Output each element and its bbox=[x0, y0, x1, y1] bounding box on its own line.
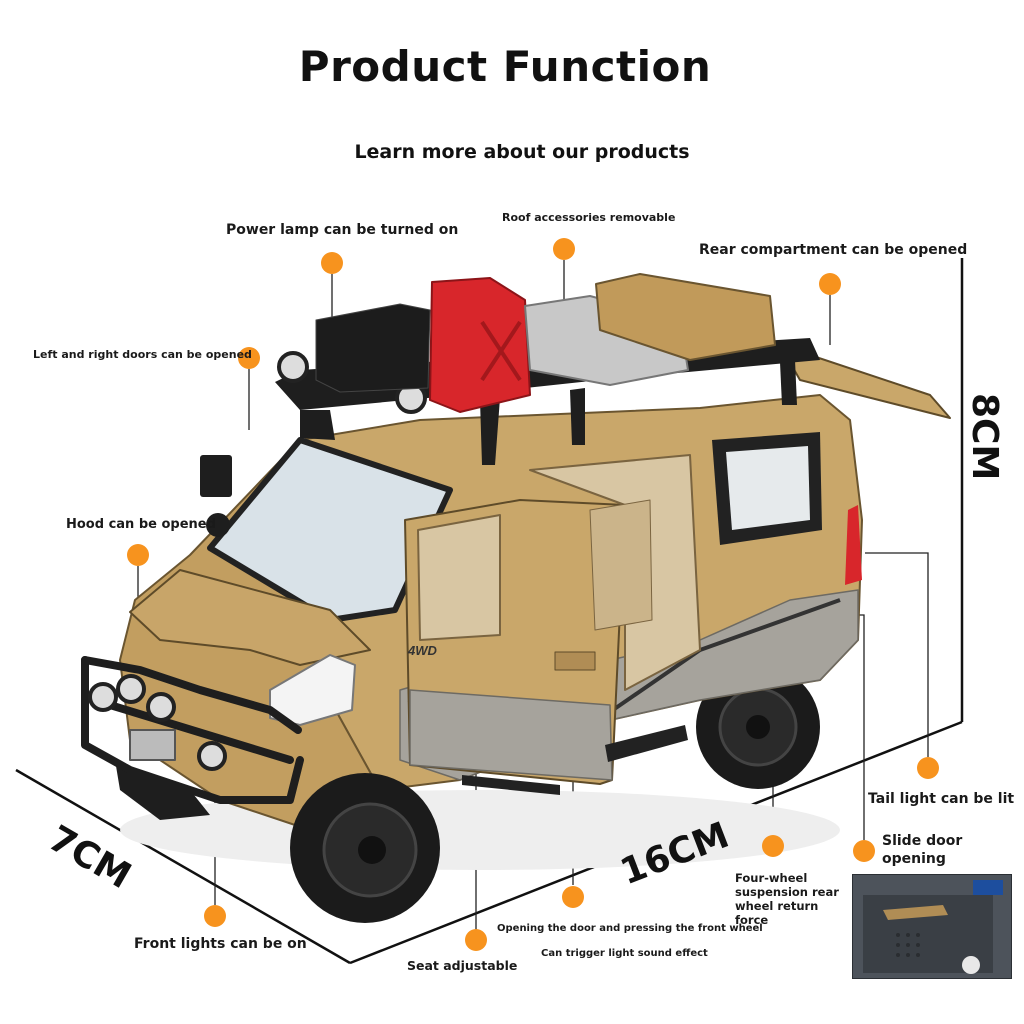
feature-front-wheel-trigger: Opening the door and pressing the front … bbox=[497, 923, 763, 934]
feature-hood: Hood can be opened bbox=[66, 517, 216, 532]
feature-front-lights: Front lights can be on bbox=[134, 936, 307, 952]
callout-dot bbox=[917, 757, 939, 779]
bull-bar bbox=[81, 656, 304, 804]
leader-tail-light bbox=[865, 552, 929, 757]
tan-storage-box bbox=[595, 273, 776, 361]
tail-light bbox=[845, 505, 862, 585]
callout-dot bbox=[819, 273, 841, 295]
callout-dot bbox=[853, 840, 875, 862]
winch bbox=[129, 729, 176, 761]
interior bbox=[529, 454, 701, 691]
side-mirror bbox=[200, 455, 232, 497]
width-dimension-line bbox=[15, 768, 351, 965]
front-spot-lights bbox=[88, 674, 227, 771]
badge-4wd: 4WD bbox=[407, 643, 438, 658]
feature-doors: Left and right doors can be opened bbox=[33, 348, 252, 361]
callout-dot bbox=[321, 252, 343, 274]
feature-tail-light: Tail light can be lit bbox=[868, 791, 1015, 807]
callout-dot bbox=[562, 886, 584, 908]
callout-dot bbox=[553, 238, 575, 260]
feature-suspension: Four-wheel suspension rear wheel return … bbox=[735, 871, 839, 927]
underside-inset-photo bbox=[852, 874, 1012, 979]
callout-dot bbox=[204, 905, 226, 927]
callout-dot bbox=[465, 929, 487, 951]
toy-van: 4WD bbox=[81, 273, 951, 923]
page-subtitle: Learn more about our products bbox=[354, 141, 690, 163]
callout-dot bbox=[127, 544, 149, 566]
feature-seat: Seat adjustable bbox=[407, 958, 518, 973]
feature-rear-compartment: Rear compartment can be opened bbox=[699, 242, 968, 258]
dimension-height-label: 8CM bbox=[964, 393, 1005, 481]
callout-dot bbox=[762, 835, 784, 857]
headlight bbox=[269, 654, 356, 726]
page-title: Product Function bbox=[298, 42, 712, 91]
feature-light-sound: Can trigger light sound effect bbox=[541, 948, 708, 959]
jerry-can bbox=[429, 277, 531, 413]
feature-slide-door: Slide door opening bbox=[882, 833, 963, 867]
roof-battery-box bbox=[315, 303, 431, 393]
callout-dot bbox=[238, 347, 260, 369]
feature-power-lamp: Power lamp can be turned on bbox=[226, 222, 459, 238]
feature-roof-accessories: Roof accessories removable bbox=[502, 211, 676, 224]
front-wheel bbox=[290, 773, 440, 923]
